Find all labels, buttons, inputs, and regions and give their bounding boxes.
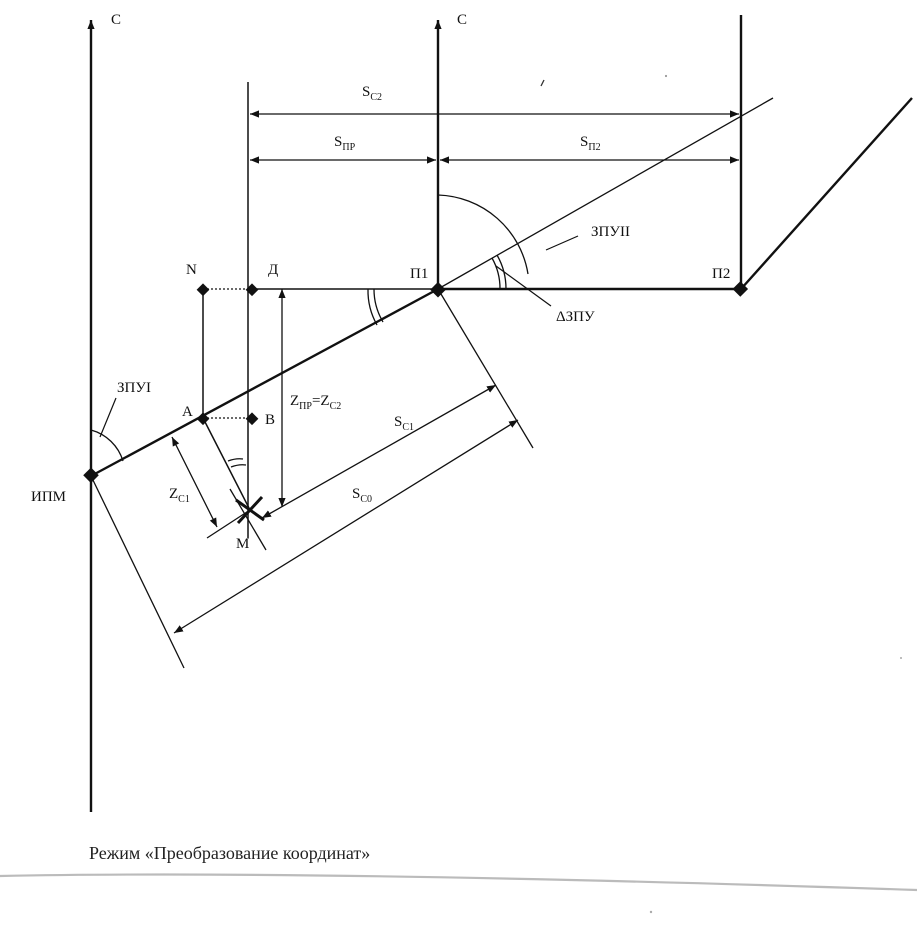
north-label-1: С <box>111 12 121 28</box>
leader-zpu2 <box>545 235 579 251</box>
b-label: В <box>265 412 275 428</box>
route-leg-p2-next <box>740 97 913 290</box>
z-c1-label: ZC1 <box>169 486 190 505</box>
point-a <box>196 412 210 426</box>
m-label: М <box>236 536 249 552</box>
s-c2-label: SC2 <box>362 84 382 103</box>
arc-m-2 <box>230 464 247 468</box>
dzpu-label: ΔЗПУ <box>556 309 595 325</box>
s-pr-label: SПР <box>334 134 356 153</box>
scan-speck-1 <box>664 74 668 78</box>
s-c1-label: SC1 <box>394 414 414 433</box>
dim-z-c1 <box>171 436 218 528</box>
point-ipm <box>83 467 99 484</box>
page-fold-line <box>0 873 917 892</box>
arc-p1-inner <box>373 288 384 323</box>
line-a-m <box>202 417 251 511</box>
arc-p1-outer <box>367 288 378 326</box>
n-label: N <box>186 262 197 278</box>
zpu1-label: ЗПУI <box>117 380 151 396</box>
point-b <box>245 412 259 426</box>
arc-zpu2 <box>437 194 529 275</box>
z-pr-z-c2-label: ZПР=ZC2 <box>290 393 341 412</box>
leader-zpu1 <box>99 397 117 438</box>
aircraft-marker-m <box>235 495 265 525</box>
ipm-label: ИПМ <box>31 489 66 505</box>
s-c0-label: SC0 <box>352 486 372 505</box>
scan-speck-3 <box>900 657 902 659</box>
arc-m-1 <box>227 458 244 462</box>
north-label-2: С <box>457 12 467 28</box>
d-label: Д <box>268 262 278 278</box>
a-label: А <box>182 404 193 420</box>
p1-label: П1 <box>410 266 428 282</box>
scan-tick <box>540 79 545 87</box>
point-n <box>196 283 210 297</box>
perp-p1 <box>437 288 534 449</box>
caption: Режим «Преобразование координат» <box>89 843 371 863</box>
dim-s-c0 <box>173 419 519 634</box>
s-p2-label: SП2 <box>580 134 601 153</box>
perp-ipm <box>90 475 185 669</box>
zpu2-label: ЗПУII <box>591 224 630 240</box>
point-d <box>245 283 259 297</box>
line-m-tail <box>206 509 251 539</box>
scan-speck-2 <box>649 910 653 914</box>
route-leg-ipm-p1 <box>90 287 439 478</box>
point-p1 <box>430 281 446 298</box>
p2-label: П2 <box>712 266 730 282</box>
arc-dzpu-inner <box>491 257 501 290</box>
arc-zpu1 <box>90 429 124 462</box>
leader-dzpu <box>495 265 552 307</box>
route-extension <box>437 97 774 290</box>
